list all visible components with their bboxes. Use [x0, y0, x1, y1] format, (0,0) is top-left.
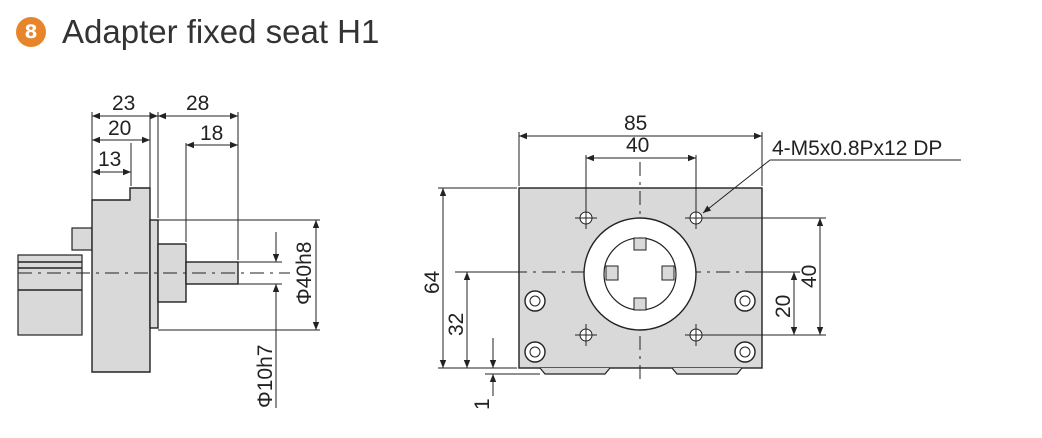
section-number-badge: 8 [16, 17, 46, 47]
dim-40-right: 40 [798, 265, 821, 288]
dim-20-side: 20 [108, 117, 131, 140]
housing-body [17, 254, 83, 336]
dim-64: 64 [421, 270, 444, 294]
section-header: 8 Adapter fixed seat H1 [16, 10, 379, 54]
dim-40-top: 40 [626, 134, 649, 157]
tapped-hole-tl [575, 207, 597, 229]
tapped-hole-br [685, 324, 707, 346]
dim-20-front: 20 [772, 295, 795, 318]
mount-hole-ml [524, 290, 546, 312]
side-view: 23 20 13 28 18 Φ40h8 Φ10h7 [17, 92, 320, 408]
mount-hole-bl [524, 341, 546, 363]
section-title: Adapter fixed seat H1 [62, 13, 380, 50]
dim-18: 18 [200, 122, 223, 145]
dim-phi40h8: Φ40h8 [293, 242, 316, 305]
tapped-hole-tr [685, 207, 707, 229]
front-view: 85 40 4-M5x0.8Px12 DP 64 32 1 20 40 [421, 112, 961, 410]
adapter-flange [91, 187, 151, 373]
mount-hole-br [734, 341, 756, 363]
dim-28: 28 [186, 92, 209, 115]
dim-13: 13 [98, 148, 121, 171]
dim-32: 32 [445, 313, 468, 336]
dim-1: 1 [471, 398, 494, 410]
dim-23: 23 [112, 92, 135, 115]
dim-phi10h7: Φ10h7 [254, 345, 277, 408]
thread-callout: 4-M5x0.8Px12 DP [772, 137, 942, 160]
housing-lug [71, 227, 93, 251]
adapter-boss [149, 219, 159, 329]
mount-hole-mr [734, 290, 756, 312]
tapped-hole-bl [575, 324, 597, 346]
dim-85: 85 [624, 112, 647, 135]
